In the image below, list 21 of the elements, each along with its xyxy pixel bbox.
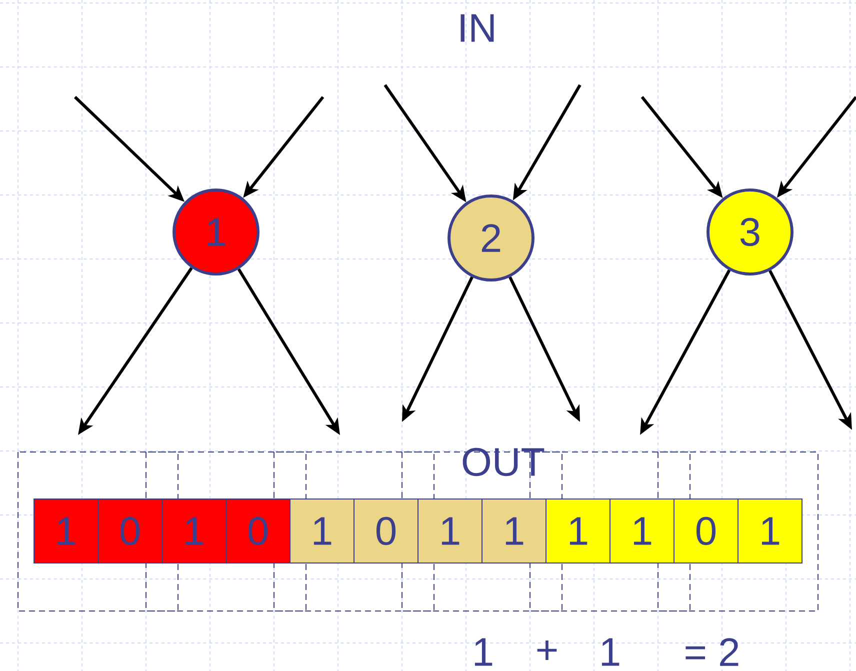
bit-cell: 1 xyxy=(610,498,674,564)
bit-cell: 1 xyxy=(34,498,98,564)
bit-cell: 0 xyxy=(354,498,418,564)
label-text: IN xyxy=(460,14,494,42)
label-text: 1 xyxy=(474,638,492,666)
label-text: 1 xyxy=(602,638,620,666)
label-text: OUT xyxy=(462,448,544,476)
circle-node: 1 xyxy=(172,188,260,276)
bit-cell: 1 xyxy=(162,498,226,564)
bit-cell: 0 xyxy=(226,498,290,564)
circle-node: 2 xyxy=(448,194,534,282)
bit-cell: 1 xyxy=(290,498,354,564)
circle-node: 3 xyxy=(706,188,794,276)
label-text: = 2 xyxy=(686,638,738,666)
label-text: + xyxy=(537,640,557,660)
bit-cell: 0 xyxy=(98,498,162,564)
bit-cell: 1 xyxy=(482,498,546,564)
bit-cell: 1 xyxy=(418,498,482,564)
bit-cell: 1 xyxy=(738,498,802,564)
bit-cell: 1 xyxy=(546,498,610,564)
bit-cell: 0 xyxy=(674,498,738,564)
